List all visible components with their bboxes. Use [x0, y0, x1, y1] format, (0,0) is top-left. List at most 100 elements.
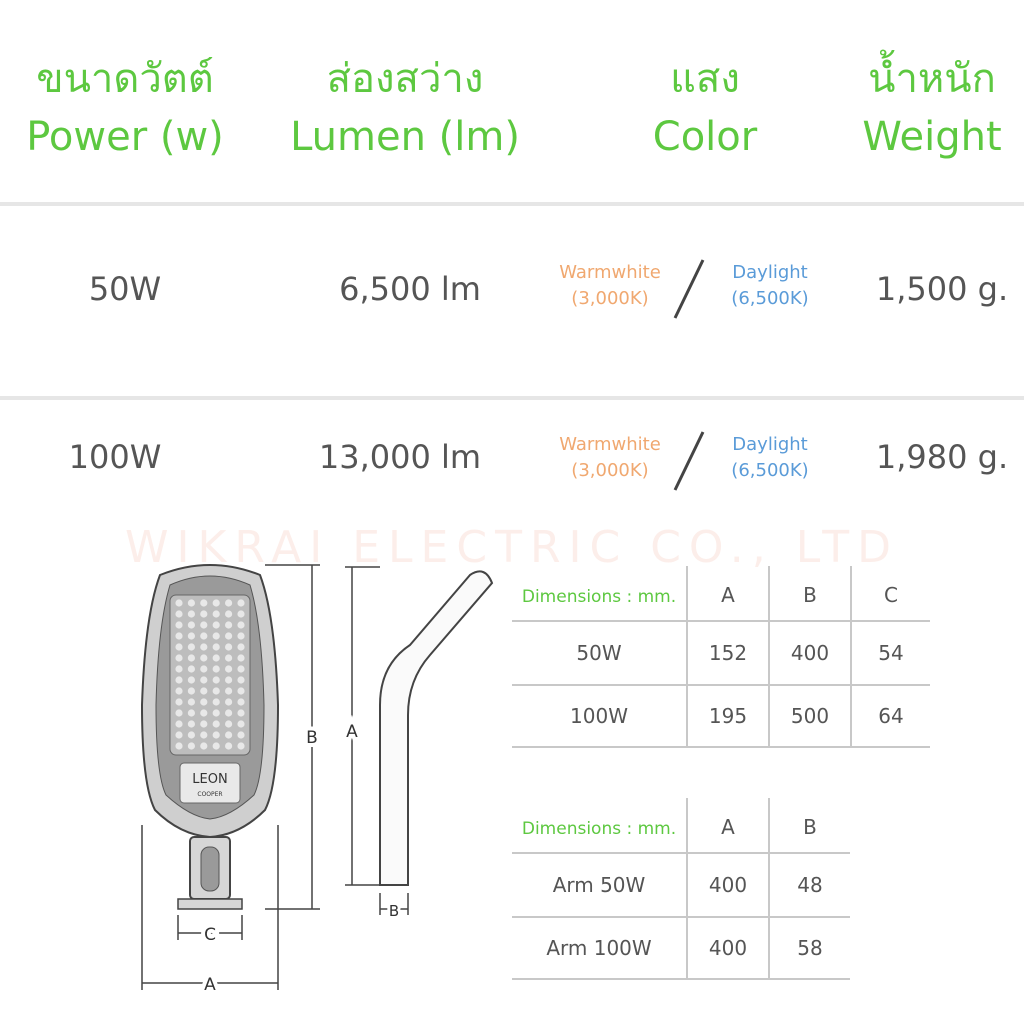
header-power-th: ขนาดวัตต์	[36, 56, 214, 102]
row-2-weight: 1,980 g.	[875, 438, 1009, 476]
row-2-color: Warmwhite (3,000K) Daylight (6,500K)	[545, 431, 835, 502]
led-dot	[175, 731, 183, 739]
row-1-day-kelvin: (6,500K)	[731, 288, 809, 309]
led-dot	[200, 676, 208, 684]
watermark: WIKRAI ELECTRIC CO., LTD	[125, 522, 899, 573]
led-dot	[212, 599, 220, 607]
led-dot	[187, 643, 195, 651]
table-cell: 500	[790, 704, 830, 728]
header-weight: น้ำหนัก Weight	[840, 50, 1024, 166]
led-dot	[212, 742, 220, 750]
dim-label-c: C	[204, 925, 216, 945]
led-dot	[187, 709, 195, 717]
row-2-warm-label: Warmwhite	[559, 434, 661, 455]
led-dot	[212, 643, 220, 651]
led-dot	[225, 654, 233, 662]
lamp-dimension-table: Dimensions : mm. A B C 50W 152 400 54 10…	[512, 566, 930, 748]
led-dot	[212, 687, 220, 695]
slash-divider	[673, 431, 705, 491]
led-dot	[212, 698, 220, 706]
led-dot	[237, 665, 245, 673]
led-dot	[225, 621, 233, 629]
dim-label-a: A	[204, 975, 216, 995]
header-lumen-en: Lumen (lm)	[290, 114, 520, 160]
table-row: Arm 100W 400 58	[512, 918, 850, 980]
led-dot	[237, 599, 245, 607]
led-dot	[237, 643, 245, 651]
arm-label-b: B	[389, 902, 399, 920]
dim-label-b: B	[306, 728, 318, 748]
row-2-day-kelvin: (6,500K)	[731, 460, 809, 481]
table-cell: 64	[878, 704, 904, 728]
table-row: Dimensions : mm. A B	[512, 798, 850, 854]
led-dot	[237, 610, 245, 618]
led-dot	[175, 621, 183, 629]
row-2-warm-kelvin: (3,000K)	[571, 460, 649, 481]
header-lumen: ส่องสว่าง Lumen (lm)	[270, 50, 540, 166]
table-cell: 400	[708, 873, 748, 897]
led-dot	[212, 610, 220, 618]
row-2-power: 100W	[68, 438, 162, 476]
led-dot	[200, 665, 208, 673]
row-1-weight: 1,500 g.	[875, 270, 1009, 308]
row-1-warmwhite: Warmwhite (3,000K)	[545, 260, 675, 312]
table-cell: 50W	[576, 641, 622, 665]
arm-dimension-table: Dimensions : mm. A B Arm 50W 400 48 Arm …	[512, 798, 850, 980]
led-dot	[187, 731, 195, 739]
led-dot	[200, 654, 208, 662]
table-cell: 54	[878, 641, 904, 665]
row-2-lumen: 13,000 lm	[318, 438, 482, 476]
led-dot	[200, 709, 208, 717]
led-dot	[187, 599, 195, 607]
led-dot	[175, 665, 183, 673]
table-cell: 58	[797, 936, 823, 960]
table-header-label: Dimensions : mm.	[521, 587, 677, 607]
led-dot	[200, 610, 208, 618]
led-dot	[212, 731, 220, 739]
led-dot	[212, 654, 220, 662]
led-dot	[237, 687, 245, 695]
header-weight-en: Weight	[862, 114, 1002, 160]
header-color-th: แสง	[670, 56, 740, 102]
led-dot	[237, 632, 245, 640]
led-dot	[225, 632, 233, 640]
led-dot	[237, 654, 245, 662]
led-dot	[187, 687, 195, 695]
table-row: Arm 50W 400 48	[512, 854, 850, 918]
row-1-color: Warmwhite (3,000K) Daylight (6,500K)	[545, 259, 835, 330]
led-dot	[175, 654, 183, 662]
led-dot	[187, 621, 195, 629]
table-row: Dimensions : mm. A B C	[512, 566, 930, 622]
table-header-c: C	[884, 583, 898, 607]
table-divider	[686, 566, 688, 748]
led-dot	[187, 610, 195, 618]
header-weight-th: น้ำหนัก	[868, 56, 996, 102]
led-dot	[175, 610, 183, 618]
led-dot	[187, 698, 195, 706]
table-header-a: A	[721, 583, 735, 607]
row-1-warm-label: Warmwhite	[559, 262, 661, 283]
led-dot	[200, 643, 208, 651]
led-dot	[187, 676, 195, 684]
led-dot	[212, 665, 220, 673]
row-1-warm-kelvin: (3,000K)	[571, 288, 649, 309]
led-dot	[225, 676, 233, 684]
led-dot	[175, 720, 183, 728]
table-cell: 100W	[570, 704, 628, 728]
led-dot	[200, 731, 208, 739]
brand-logo: LEON	[192, 772, 227, 787]
table-cell: 48	[797, 873, 823, 897]
product-drawing: LEON COOPER B C A A B	[140, 564, 494, 999]
table-row: 50W 152 400 54	[512, 622, 930, 686]
led-dot	[175, 643, 183, 651]
table-cell: 152	[708, 641, 748, 665]
led-grid	[175, 599, 245, 750]
led-dot	[212, 676, 220, 684]
led-dot	[225, 599, 233, 607]
row-1-day-label: Daylight	[732, 262, 808, 283]
table-header-a: A	[721, 815, 735, 839]
led-dot	[200, 687, 208, 695]
led-dot	[175, 632, 183, 640]
table-row: 100W 195 500 64	[512, 686, 930, 748]
led-dot	[175, 709, 183, 717]
